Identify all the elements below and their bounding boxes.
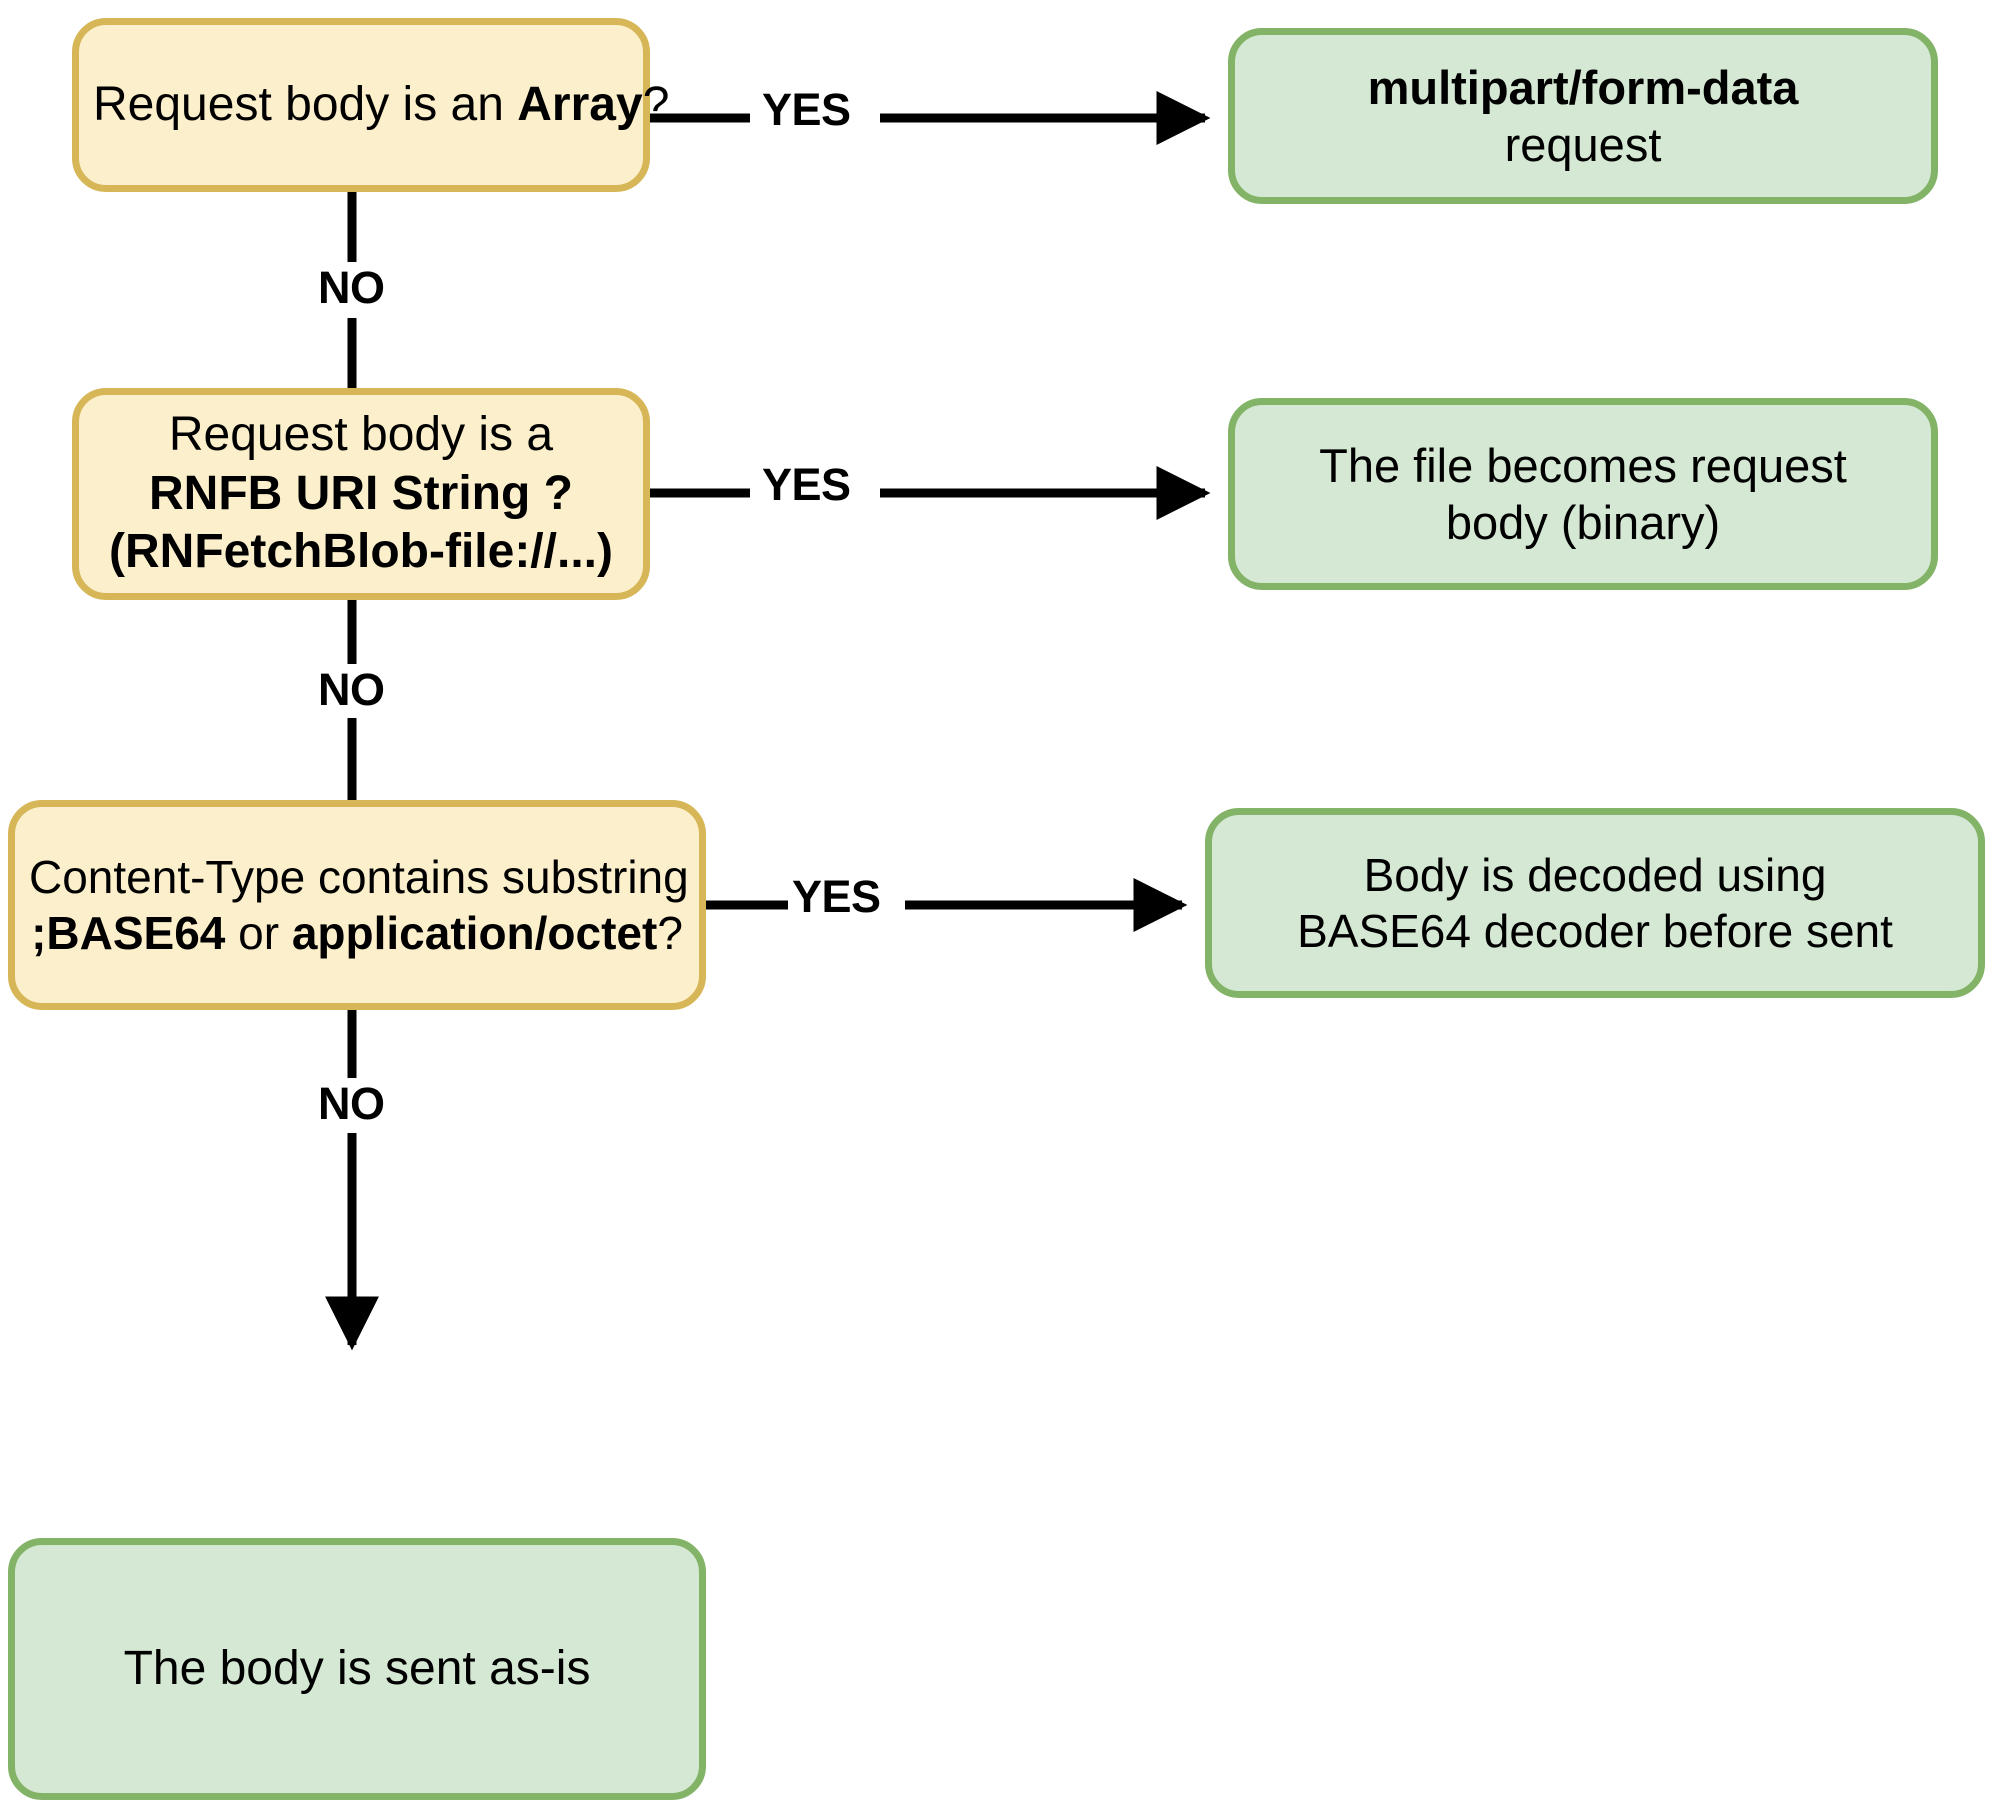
node-text: Content-Type contains substring;BASE64 o… (15, 849, 699, 961)
decision-node-content-type-substring[interactable]: Content-Type contains substring;BASE64 o… (8, 800, 706, 1010)
node-text-emphasis: ;BASE64 (31, 907, 226, 959)
node-text-line: The file becomes request (1249, 437, 1917, 494)
edge-label-no-3: NO (318, 1078, 385, 1129)
node-text-line: ;BASE64 or application/octet? (29, 905, 685, 961)
node-text-line: body (binary) (1249, 494, 1917, 551)
node-text-span: ? (657, 907, 683, 959)
node-text-emphasis: application/octet (291, 907, 658, 959)
edge-label-yes-2: YES (762, 459, 851, 510)
node-text-emphasis: Array (517, 77, 643, 131)
node-text-emphasis: RNFB URI String ? (149, 466, 573, 520)
node-text-span: Body is decoded using (1363, 848, 1827, 901)
decision-node-request-body-array[interactable]: Request body is an Array? (72, 18, 669, 192)
node-text-line: The body is sent as-is (29, 1640, 685, 1699)
node-text-span: The body is sent as-is (123, 1641, 591, 1695)
node-text-span: BASE64 decoder before sent (1297, 905, 1893, 957)
node-text-line: Content-Type contains substring (29, 849, 689, 905)
node-text-line: RNFB URI String ? (93, 465, 629, 524)
edge-label-yes-3: YES (792, 871, 881, 922)
node-text-line: (RNFetchBlob-file://...) (93, 523, 629, 582)
node-text-line: request (1249, 116, 1917, 173)
node-text-emphasis: multipart/form-data (1367, 60, 1799, 114)
node-text-span: Request body is an (93, 77, 518, 131)
node-text: The body is sent as-is (15, 1640, 699, 1699)
node-text-line: Request body is an Array? (93, 76, 669, 135)
node-text-line: Request body is a (93, 406, 629, 465)
node-text-span: Request body is a (168, 408, 554, 462)
edge-label-yes-1: YES (762, 84, 851, 135)
edge-label-no-2: NO (318, 664, 385, 715)
node-text-span: body (binary) (1445, 496, 1721, 549)
node-text-span: request (1504, 118, 1662, 171)
node-text-emphasis: (RNFetchBlob-file://...) (109, 525, 613, 579)
node-text-line: Body is decoded using (1226, 847, 1964, 903)
node-text-line: BASE64 decoder before sent (1226, 903, 1964, 959)
node-text-span: The file becomes request (1319, 438, 1847, 492)
terminal-node-body-sent-as-is[interactable]: The body is sent as-is (8, 1538, 706, 1800)
node-text-span: ? (642, 77, 670, 131)
node-text-line: multipart/form-data (1249, 59, 1917, 116)
node-text-span: or (225, 907, 292, 959)
node-text-span: Content-Type contains substring (29, 850, 689, 903)
node-text: Request body is an Array? (79, 76, 669, 135)
edge-label-no-1: NO (318, 262, 385, 313)
